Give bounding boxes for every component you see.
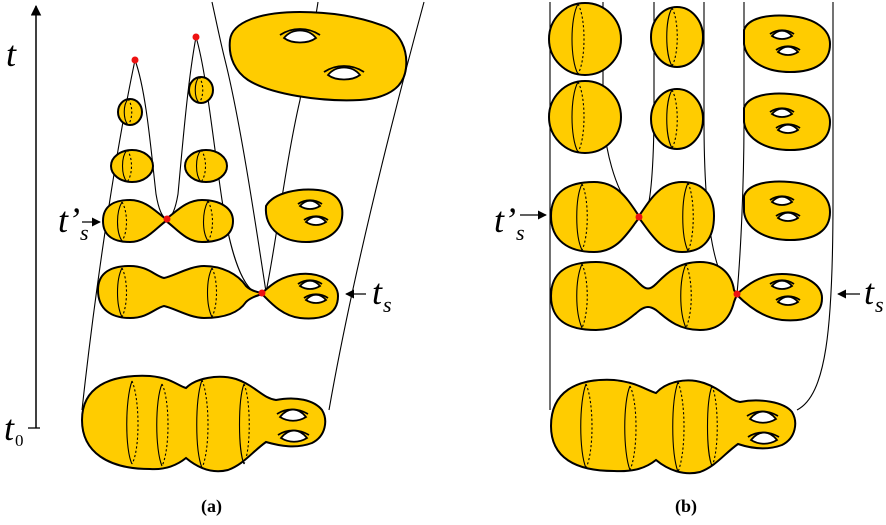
- ts-label-a: t: [372, 272, 383, 312]
- critical-point: [635, 213, 643, 221]
- critical-point: [131, 56, 139, 64]
- critical-point: [733, 290, 741, 298]
- panel-a: t t 0: [4, 1, 425, 517]
- ts-label-b: t: [864, 272, 875, 312]
- critical-point: [258, 289, 266, 297]
- t0-subscript: 0: [15, 431, 24, 450]
- panel-b: t’ s t s (b): [494, 2, 884, 517]
- t0-label: t: [4, 408, 15, 448]
- slice-a-spheres: [110, 76, 228, 183]
- slice-a-top-torus: [228, 10, 408, 102]
- slice-a-tsprime: [101, 188, 344, 244]
- slice-b-tsprime: [549, 180, 832, 254]
- slice-b-ts: [549, 260, 824, 332]
- ts-sub-b: s: [875, 292, 884, 317]
- slice-a-ts: [96, 264, 340, 320]
- tsprime-sub-a: s: [80, 220, 89, 245]
- tsprime-sub-b: s: [516, 220, 525, 245]
- caption-a: (a): [201, 496, 222, 517]
- critical-point: [163, 215, 171, 223]
- slice-a-bottom: [80, 374, 327, 473]
- critical-point: [192, 33, 200, 41]
- tsprime-label-a: t’: [58, 200, 80, 240]
- tsprime-label-b: t’: [494, 200, 516, 240]
- slice-b-middle: [548, 80, 832, 154]
- caption-b: (b): [675, 496, 697, 517]
- slice-b-bottom: [549, 378, 797, 475]
- time-axis-label: t: [6, 34, 17, 74]
- slice-b-top: [548, 2, 832, 76]
- ts-sub-a: s: [383, 292, 392, 317]
